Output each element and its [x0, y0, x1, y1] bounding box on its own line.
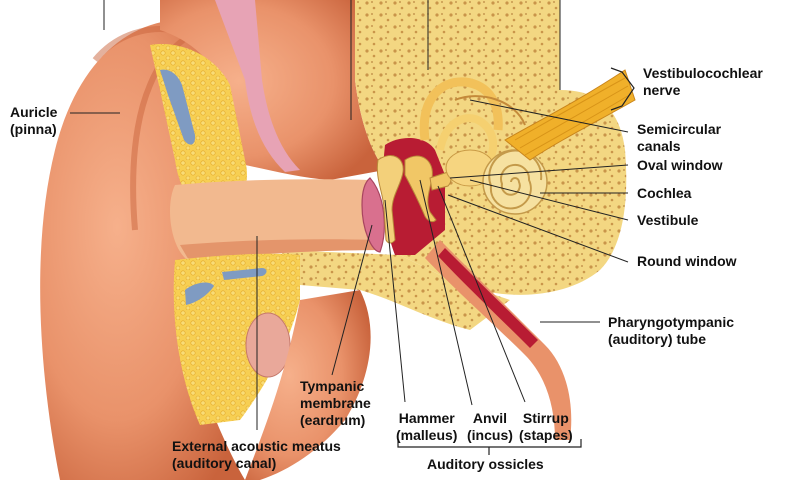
leader-tympanic: [331, 224, 373, 376]
label-semicircular-canals: Semicircular canals: [637, 121, 721, 155]
label-auricle-line1: Auricle: [10, 104, 58, 120]
upper-cartilage-blue: [160, 69, 196, 145]
upper-pink-band: [215, 0, 300, 172]
pharyngotympanic-tube-inner: [438, 248, 538, 348]
label-hammer-line1: Hammer: [398, 410, 455, 426]
semicircular-canals: [419, 77, 503, 141]
label-tympanic-membrane: Tympanic membrane (eardrum): [300, 378, 371, 429]
label-vestibulocochlear-line1: Vestibulocochlear: [643, 65, 763, 81]
label-stirrup: Stirrup (stapes): [519, 410, 573, 444]
nerve-fibers: [514, 77, 632, 156]
lower-skin: [245, 290, 371, 480]
label-stirrup-line2: (stapes): [519, 427, 573, 443]
label-auditory-ossicles: Auditory ossicles: [427, 456, 544, 472]
leader-vestibule: [469, 179, 629, 221]
lower-cartilage: [173, 253, 300, 425]
label-vestibule: Vestibule: [637, 212, 699, 228]
lower-cartilage-blue-2: [222, 268, 267, 280]
label-semicircular-line2: canals: [637, 138, 681, 154]
label-external-meatus: External acoustic meatus (auditory canal…: [172, 438, 341, 472]
label-pharyngotympanic-tube: Pharyngotympanic (auditory) tube: [608, 314, 734, 348]
leader-round-window: [447, 194, 629, 263]
label-anvil-line2: (incus): [467, 427, 513, 443]
label-semicircular-line1: Semicircular: [637, 121, 722, 137]
label-hammer-line2: (malleus): [396, 427, 458, 443]
label-external-meatus-line1: External acoustic meatus: [172, 438, 341, 454]
label-anvil-line1: Anvil: [472, 410, 508, 426]
leader-oval-window: [449, 164, 629, 179]
nerve-bracket: [610, 67, 635, 111]
leader-stirrup: [437, 185, 526, 403]
label-auricle: Auricle (pinna): [10, 104, 57, 138]
ossicles-bracket: [397, 439, 582, 455]
anvil-bone: [404, 155, 437, 223]
label-vestibulocochlear-line2: nerve: [643, 82, 681, 98]
leader-anvil: [419, 179, 473, 406]
label-auricle-line2: (pinna): [10, 121, 57, 137]
label-tympanic-line3: (eardrum): [300, 412, 366, 428]
label-cochlea: Cochlea: [637, 185, 692, 201]
label-pharyngotympanic-line2: (auditory) tube: [608, 331, 706, 347]
label-pharyngotympanic-line1: Pharyngotympanic: [608, 314, 735, 330]
leader-hammer: [384, 199, 406, 403]
label-round-window: Round window: [637, 253, 737, 269]
label-tympanic-line2: membrane: [300, 395, 371, 411]
lower-cartilage-blue: [185, 282, 214, 305]
label-oval-window: Oval window: [637, 157, 723, 173]
label-stirrup-line1: Stirrup: [522, 410, 569, 426]
temporal-bone-lower: [280, 250, 510, 330]
semicircular-canals-2: [436, 114, 498, 172]
label-hammer: Hammer (malleus): [396, 410, 457, 444]
semicircular-canals-3: [454, 95, 526, 126]
pharyngotympanic-tube: [425, 240, 572, 440]
parotid-gland: [245, 312, 291, 378]
label-vestibulocochlear-nerve: Vestibulocochlear nerve: [643, 65, 763, 99]
label-external-meatus-line2: (auditory canal): [172, 455, 277, 471]
cochlea: [482, 149, 548, 215]
tympanic-membrane: [361, 177, 385, 253]
upper-tissue: [160, 0, 385, 180]
leader-semicircular: [469, 99, 629, 133]
label-anvil: Anvil (incus): [467, 410, 513, 444]
label-tympanic-line1: Tympanic: [300, 378, 365, 394]
hammer-bone: [376, 155, 404, 244]
